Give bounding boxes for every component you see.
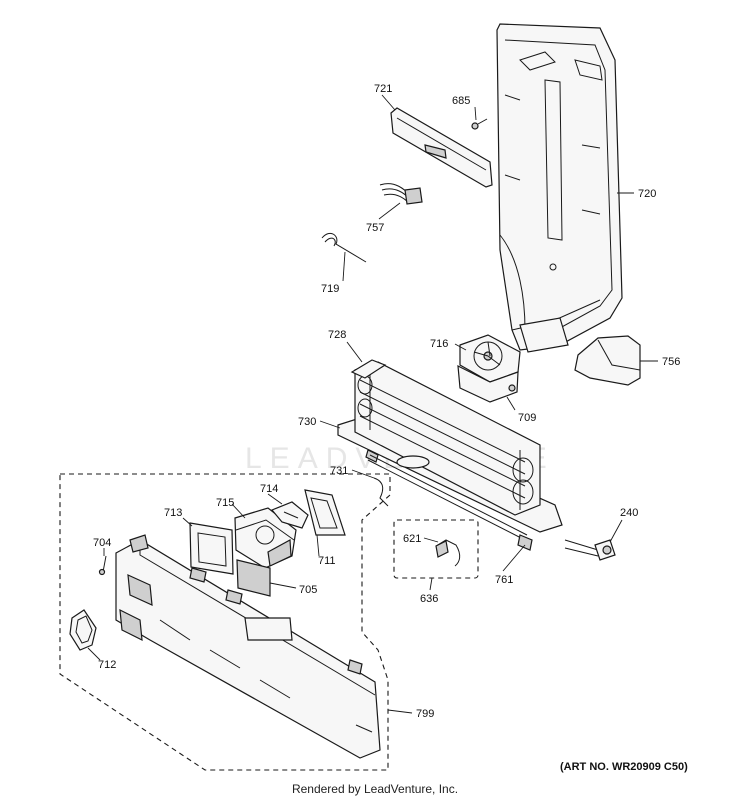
part-730-evaporator[interactable] [337,361,563,533]
part-704-screw[interactable] [98,555,107,576]
callout-731[interactable]: 731 [330,465,348,477]
part-712-grommet[interactable] [69,609,97,651]
part-705-pad[interactable] [236,559,271,597]
callout-705[interactable]: 705 [299,584,317,596]
part-636-kit-box[interactable] [393,519,479,579]
part-713-gasket[interactable] [189,522,234,575]
callout-756[interactable]: 756 [662,356,680,368]
part-799-kit-outline[interactable] [59,473,391,771]
part-757-wiring-harness[interactable] [379,183,423,205]
callout-709[interactable]: 709 [518,412,536,424]
callout-685[interactable]: 685 [452,95,470,107]
callout-714[interactable]: 714 [260,483,278,495]
part-714-clip[interactable] [271,501,309,529]
callout-719[interactable]: 719 [321,283,339,295]
callout-799[interactable]: 799 [416,708,434,720]
callout-761[interactable]: 761 [495,574,513,586]
callout-716[interactable]: 716 [430,338,448,350]
part-728-bracket[interactable] [350,359,387,379]
callout-713[interactable]: 713 [164,507,182,519]
callout-730[interactable]: 730 [298,416,316,428]
part-721-trim-panel[interactable] [390,107,493,188]
callout-711[interactable]: 711 [318,555,336,567]
art-number: (ART NO. WR20909 C50) [560,761,688,773]
callout-721[interactable]: 721 [374,83,392,95]
callout-757[interactable]: 757 [366,222,384,234]
callout-621[interactable]: 621 [403,533,421,545]
part-715-control-module[interactable] [234,507,297,569]
part-756-cover[interactable] [574,335,641,386]
callout-240[interactable]: 240 [620,507,638,519]
part-711-frame[interactable] [304,489,346,536]
leader-lines [87,94,658,714]
callout-labels: 721 685 720 757 719 728 716 756 709 730 … [93,83,680,720]
part-685-screw[interactable] [471,118,488,130]
callout-636[interactable]: 636 [420,593,438,605]
callout-704[interactable]: 704 [93,537,111,549]
part-799-control-housing[interactable] [115,534,381,759]
part-709-fan-bracket[interactable] [457,364,519,403]
callout-712[interactable]: 712 [98,659,116,671]
part-716-fan-motor[interactable] [459,334,521,383]
footer-credit: Rendered by LeadVenture, Inc. [292,782,458,796]
part-761-defrost-heater[interactable] [367,454,533,551]
callout-720[interactable]: 720 [638,188,656,200]
callout-715[interactable]: 715 [216,497,234,509]
part-240-sensor[interactable] [564,539,616,561]
callout-728[interactable]: 728 [328,329,346,341]
part-719-wire-clip[interactable] [321,232,367,263]
part-720-evaporator-cover[interactable] [496,23,623,353]
part-621-bracket[interactable] [435,539,461,567]
